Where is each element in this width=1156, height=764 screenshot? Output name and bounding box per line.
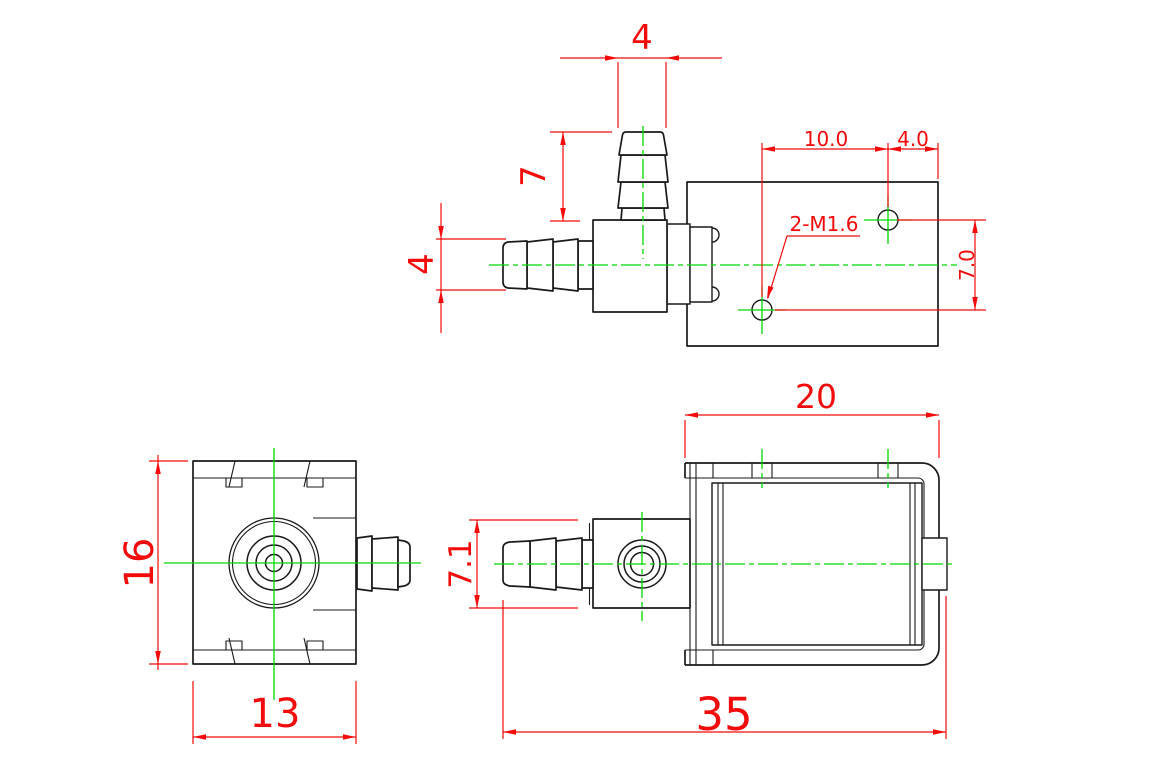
dim-side-barb-od-label: 4 xyxy=(402,253,442,275)
dim-hole-pitch-x: 10.0 4.0 xyxy=(761,127,939,297)
dim-bracket-width: 20 xyxy=(684,377,940,458)
flange-bump-top xyxy=(711,227,720,243)
dim-bracket-width-label: 20 xyxy=(795,377,837,416)
dim-hole-pitch-x-label: 10.0 xyxy=(804,127,849,151)
flange-bump-bottom xyxy=(711,286,720,302)
front-view: 16 13 xyxy=(117,448,421,744)
dim-hole-edge-offset-label: 4.0 xyxy=(897,127,929,151)
dim-overall-length-label: 35 xyxy=(695,688,752,741)
dim-overall-length: 35 xyxy=(502,596,947,741)
dim-hole-pitch-y-label: 7.0 xyxy=(955,249,979,281)
dim-valve-height-label: 7.1 xyxy=(443,539,479,588)
dim-barb-length-label: 7 xyxy=(514,165,554,187)
dim-front-width-label: 13 xyxy=(250,691,301,737)
valve-neck xyxy=(666,223,691,305)
dim-hole-pitch-y: 7.0 xyxy=(775,219,986,311)
dim-barb-length: 7 xyxy=(514,131,612,222)
top-view: 4 7 4 10.0 4.0 xyxy=(402,18,986,347)
dim-side-barb-od: 4 xyxy=(402,203,506,333)
thread-callout-label: 2-M1.6 xyxy=(789,212,858,236)
dim-front-height-label: 16 xyxy=(117,538,163,589)
mounting-plate xyxy=(686,181,939,347)
dim-barb-od-label: 4 xyxy=(631,18,653,58)
dim-front-height: 16 xyxy=(117,455,188,670)
dim-barb-od: 4 xyxy=(560,18,722,128)
valve-body-top xyxy=(592,219,668,313)
dim-valve-height: 7.1 xyxy=(443,519,578,609)
thread-callout: 2-M1.6 xyxy=(767,212,860,299)
side-view: 20 7.1 35 xyxy=(443,377,956,741)
dim-front-width: 13 xyxy=(192,681,357,744)
snap-tabs xyxy=(225,460,324,665)
